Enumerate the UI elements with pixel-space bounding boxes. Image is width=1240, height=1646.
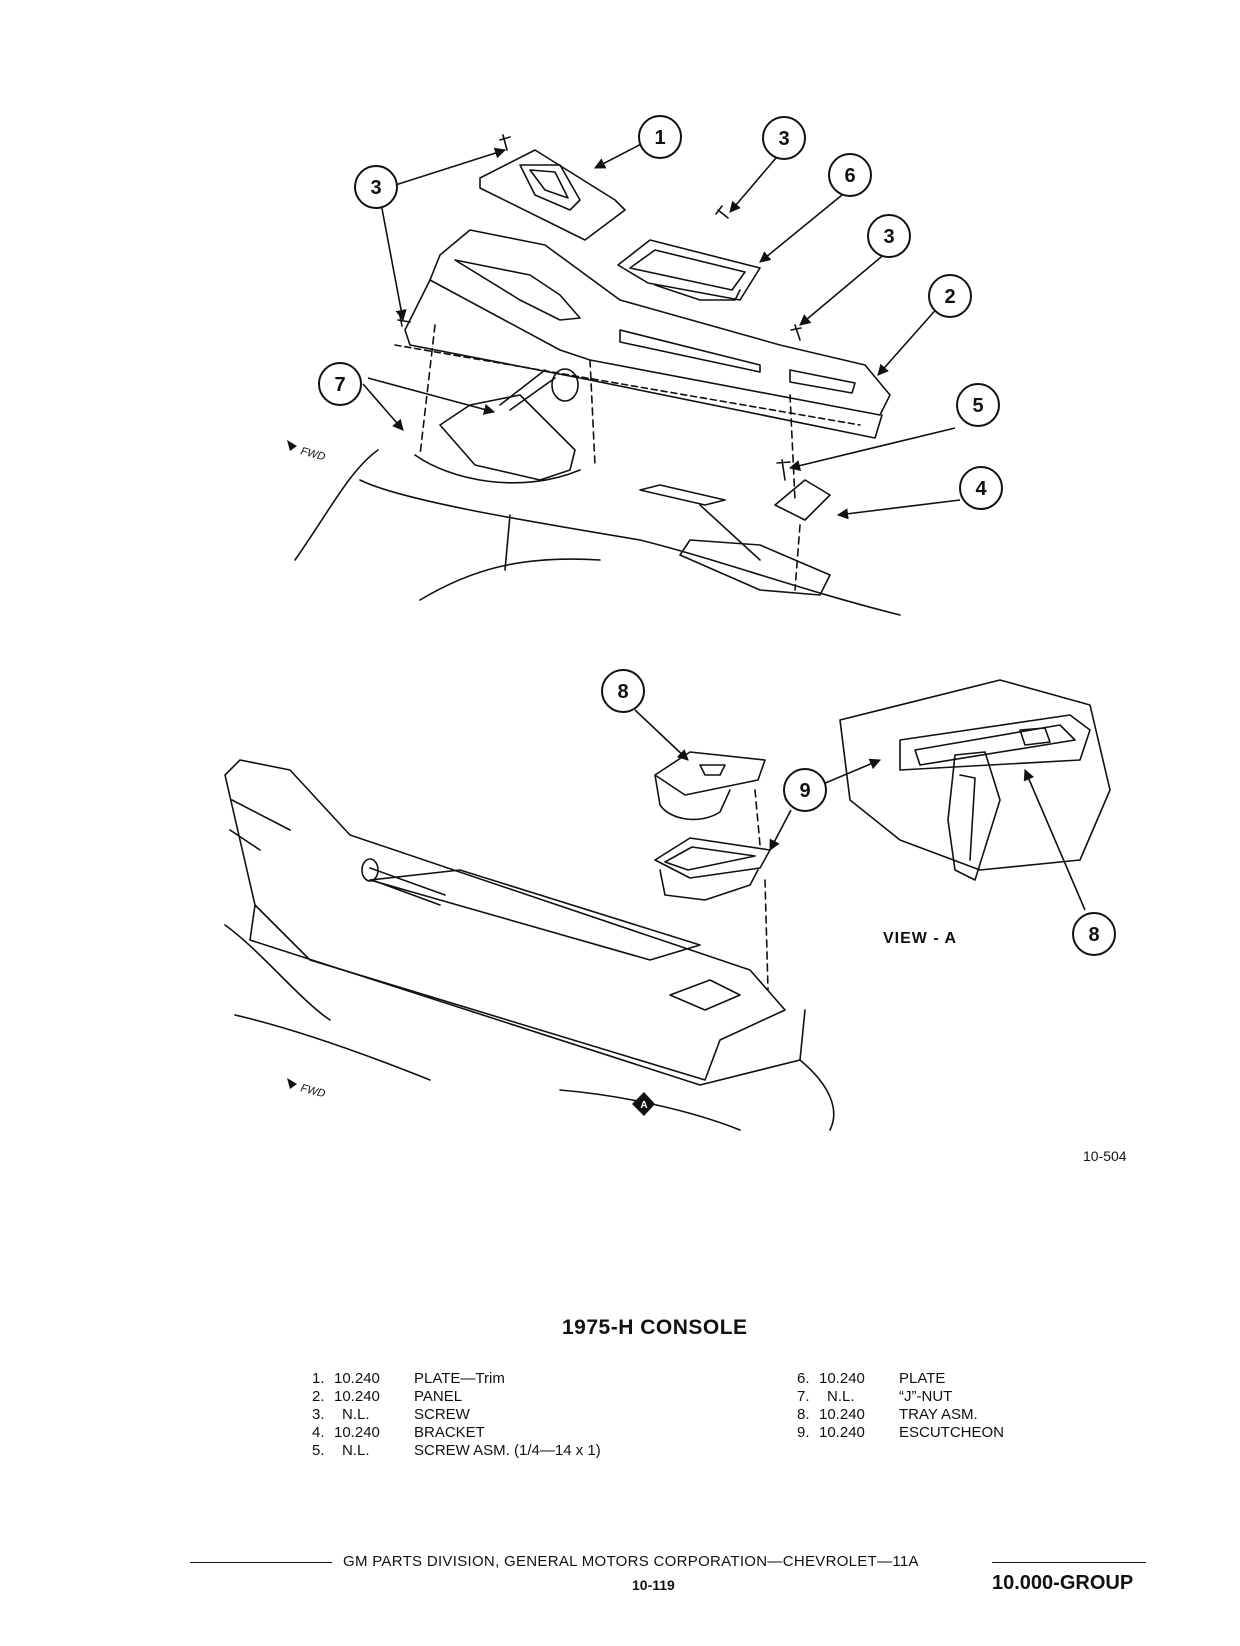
part-row: 6. 10.240 PLATE (797, 1370, 1004, 1388)
callout-9: 9 (799, 780, 810, 802)
screw-mid (715, 205, 729, 219)
carpet-lower (224, 924, 835, 1131)
footer-rule-left (190, 1562, 332, 1563)
part-row: 2. 10.240 PANEL (312, 1388, 601, 1406)
brake-handle-lower (369, 867, 446, 906)
parking-brake (639, 484, 761, 561)
part-desc: PLATE (899, 1370, 946, 1387)
part-row: 5. N.L. SCREW ASM. (1/4—14 x 1) (312, 1442, 601, 1460)
shifter (439, 394, 576, 481)
view-a-label: VIEW - A (883, 930, 958, 947)
part-code: N.L. (342, 1406, 370, 1423)
screw-top (499, 134, 511, 151)
trim-plate (479, 149, 626, 241)
view-a-detail (839, 679, 1111, 871)
part-code: 10.240 (819, 1424, 865, 1441)
part-desc: SCREW ASM. (1/4—14 x 1) (414, 1442, 601, 1459)
bracket (774, 479, 831, 521)
fwd-label-upper: FWD (299, 445, 326, 463)
part-num: 4. (312, 1424, 325, 1441)
screw-asm (776, 459, 791, 481)
escutcheon (654, 837, 771, 879)
view-a-marker (632, 1092, 655, 1116)
callout-5: 5 (972, 395, 983, 417)
part-desc: TRAY ASM. (899, 1406, 978, 1423)
figure-number: 10-504 (1083, 1148, 1127, 1164)
callout-3-right: 3 (883, 226, 894, 248)
part-code: N.L. (827, 1388, 855, 1405)
part-num: 2. (312, 1388, 325, 1405)
console-lower (224, 759, 786, 1081)
part-row: 7. N.L. “J”-NUT (797, 1388, 1004, 1406)
view-marker-label: A (640, 1100, 647, 1111)
part-row: 1. 10.240 PLATE—Trim (312, 1370, 601, 1388)
part-code: 10.240 (334, 1388, 380, 1405)
footer-line: GM PARTS DIVISION, GENERAL MOTORS CORPOR… (343, 1553, 919, 1570)
part-row: 8. 10.240 TRAY ASM. (797, 1406, 1004, 1424)
part-code: N.L. (342, 1442, 370, 1459)
callout-1: 1 (654, 127, 665, 149)
console-panel (429, 229, 891, 416)
part-code: 10.240 (334, 1370, 380, 1387)
part-row: 3. N.L. SCREW (312, 1406, 601, 1424)
callout-8-tray: 8 (617, 681, 628, 703)
part-desc: ESCUTCHEON (899, 1424, 1005, 1441)
part-row: 9. 10.240 ESCUTCHEON (797, 1424, 1004, 1442)
part-num: 5. (312, 1442, 325, 1459)
callout-2: 2 (944, 286, 955, 308)
part-num: 1. (312, 1370, 325, 1387)
fwd-label-lower: FWD (299, 1082, 326, 1100)
callout-4: 4 (975, 478, 987, 500)
callout-6: 6 (844, 165, 855, 187)
part-num: 3. (312, 1406, 325, 1423)
fwd-arrow-lower (287, 1078, 297, 1089)
screw-right (790, 324, 802, 341)
callout-7: 7 (334, 374, 345, 396)
part-code: 10.240 (819, 1406, 865, 1423)
part-desc: SCREW (414, 1406, 470, 1423)
part-num: 6. (797, 1370, 810, 1387)
tray (654, 751, 766, 796)
part-code: 10.240 (819, 1370, 865, 1387)
part-num: 8. (797, 1406, 810, 1423)
part-row: 4. 10.240 BRACKET (312, 1424, 601, 1442)
fwd-arrow-upper (287, 440, 297, 451)
part-num: 7. (797, 1388, 810, 1405)
carpet-upper (294, 449, 901, 616)
page-title: 1975-H CONSOLE (562, 1316, 748, 1339)
footer-rule-right (992, 1562, 1146, 1563)
part-desc: PANEL (414, 1388, 463, 1405)
callout-3-top: 3 (778, 128, 789, 150)
part-num: 9. (797, 1424, 810, 1441)
part-desc: BRACKET (414, 1424, 485, 1441)
group-number: 10.000-GROUP (992, 1572, 1134, 1594)
page-number: 10-119 (632, 1577, 675, 1593)
callout-3-left: 3 (370, 177, 381, 199)
part-desc: “J”-NUT (899, 1388, 953, 1405)
plate-six (617, 239, 761, 301)
part-code: 10.240 (334, 1424, 380, 1441)
part-desc: PLATE—Trim (414, 1370, 505, 1387)
callout-8-view: 8 (1088, 924, 1099, 946)
